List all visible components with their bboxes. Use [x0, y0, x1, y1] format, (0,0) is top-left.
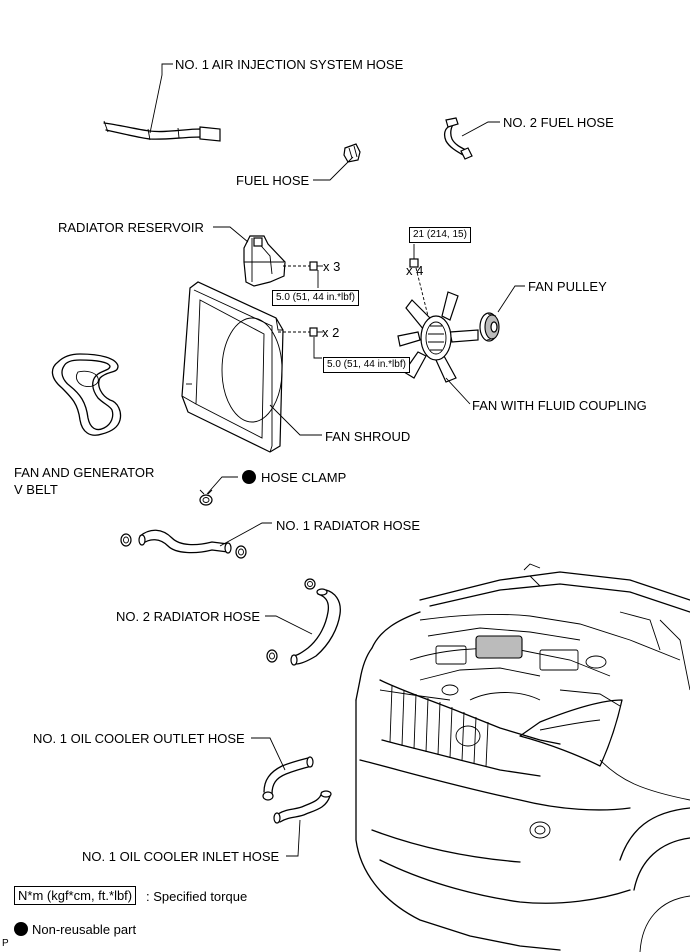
torque-shroud-bolt: 5.0 (51, 44 in.*lbf): [323, 357, 410, 373]
label-fuel-hose: FUEL HOSE: [236, 173, 310, 188]
fan-shroud-drawing: [181, 281, 284, 453]
label-fan-shroud: FAN SHROUD: [325, 429, 411, 444]
label-fan-fluid-coupling: FAN WITH FLUID COUPLING: [472, 398, 647, 413]
qty-fan-nuts: x 4: [406, 263, 424, 278]
label-radiator-reservoir: RADIATOR RESERVOIR: [58, 220, 204, 235]
v-belt-drawing: [51, 353, 122, 436]
hose-clamp-drawing: [199, 489, 213, 506]
legend-torque-desc: : Specified torque: [146, 889, 248, 904]
torque-fan-coupling-nut: 21 (214, 15): [409, 227, 471, 243]
leader-fan-coupling: [445, 377, 471, 405]
leader-no1-radiator-hose: [219, 522, 272, 547]
fan-nut: [409, 244, 419, 268]
leader-fuel-hose: [313, 156, 354, 181]
oil-cooler-outlet-drawing: [262, 756, 314, 801]
non-reusable-marker: [242, 470, 256, 484]
oil-cooler-inlet-drawing: [273, 790, 332, 824]
label-air-injection-hose: NO. 1 AIR INJECTION SYSTEM HOSE: [175, 57, 404, 72]
leader-radiator-reservoir: [213, 226, 249, 243]
leader-fan-pulley: [497, 285, 525, 313]
fan-pulley-drawing: [479, 312, 500, 342]
label-no2-fuel-hose: NO. 2 FUEL HOSE: [503, 115, 614, 130]
legend-non-reusable-desc: Non-reusable part: [32, 922, 137, 937]
shroud-bolt: [278, 327, 323, 359]
air-injection-hose-drawing: [103, 120, 221, 142]
no1-radiator-hose-drawing: [120, 529, 247, 559]
label-no1-radiator-hose: NO. 1 RADIATOR HOSE: [276, 518, 420, 533]
leader-oil-cooler-outlet: [251, 737, 286, 771]
leader-oil-cooler-inlet: [286, 819, 301, 857]
corner-code: P: [2, 938, 9, 949]
label-no2-radiator-hose: NO. 2 RADIATOR HOSE: [116, 609, 260, 624]
leader-air-injection: [149, 63, 173, 134]
leader-no2-radiator-hose: [265, 615, 313, 635]
fan-fluid-coupling-drawing: [397, 267, 479, 383]
qty-reservoir-bolts: x 3: [323, 259, 341, 274]
leader-no2-fuel-hose: [461, 121, 500, 137]
leader-fan-shroud: [269, 404, 322, 436]
fuel-hose-drawing: [343, 143, 361, 163]
vehicle-drawing: [355, 563, 690, 952]
leader-hose-clamp: [206, 476, 238, 495]
legend-torque-unit: N*m (kgf*cm, ft.*lbf): [14, 886, 137, 905]
label-oil-cooler-outlet: NO. 1 OIL COOLER OUTLET HOSE: [33, 731, 245, 746]
no2-radiator-hose-drawing: [266, 578, 341, 666]
label-v-belt-line1: FAN AND GENERATOR: [14, 465, 155, 480]
legend-non-reusable-icon: [14, 922, 28, 936]
label-hose-clamp: HOSE CLAMP: [261, 470, 347, 485]
no2-fuel-hose-drawing: [443, 117, 473, 160]
label-v-belt-line2: V BELT: [14, 482, 58, 497]
radiator-reservoir-drawing: [243, 235, 286, 287]
reservoir-bolt: [283, 261, 323, 288]
torque-reservoir-bolt: 5.0 (51, 44 in.*lbf): [272, 290, 359, 306]
label-oil-cooler-inlet: NO. 1 OIL COOLER INLET HOSE: [82, 849, 280, 864]
qty-shroud-bolts: x 2: [322, 325, 340, 340]
label-fan-pulley: FAN PULLEY: [528, 279, 607, 294]
